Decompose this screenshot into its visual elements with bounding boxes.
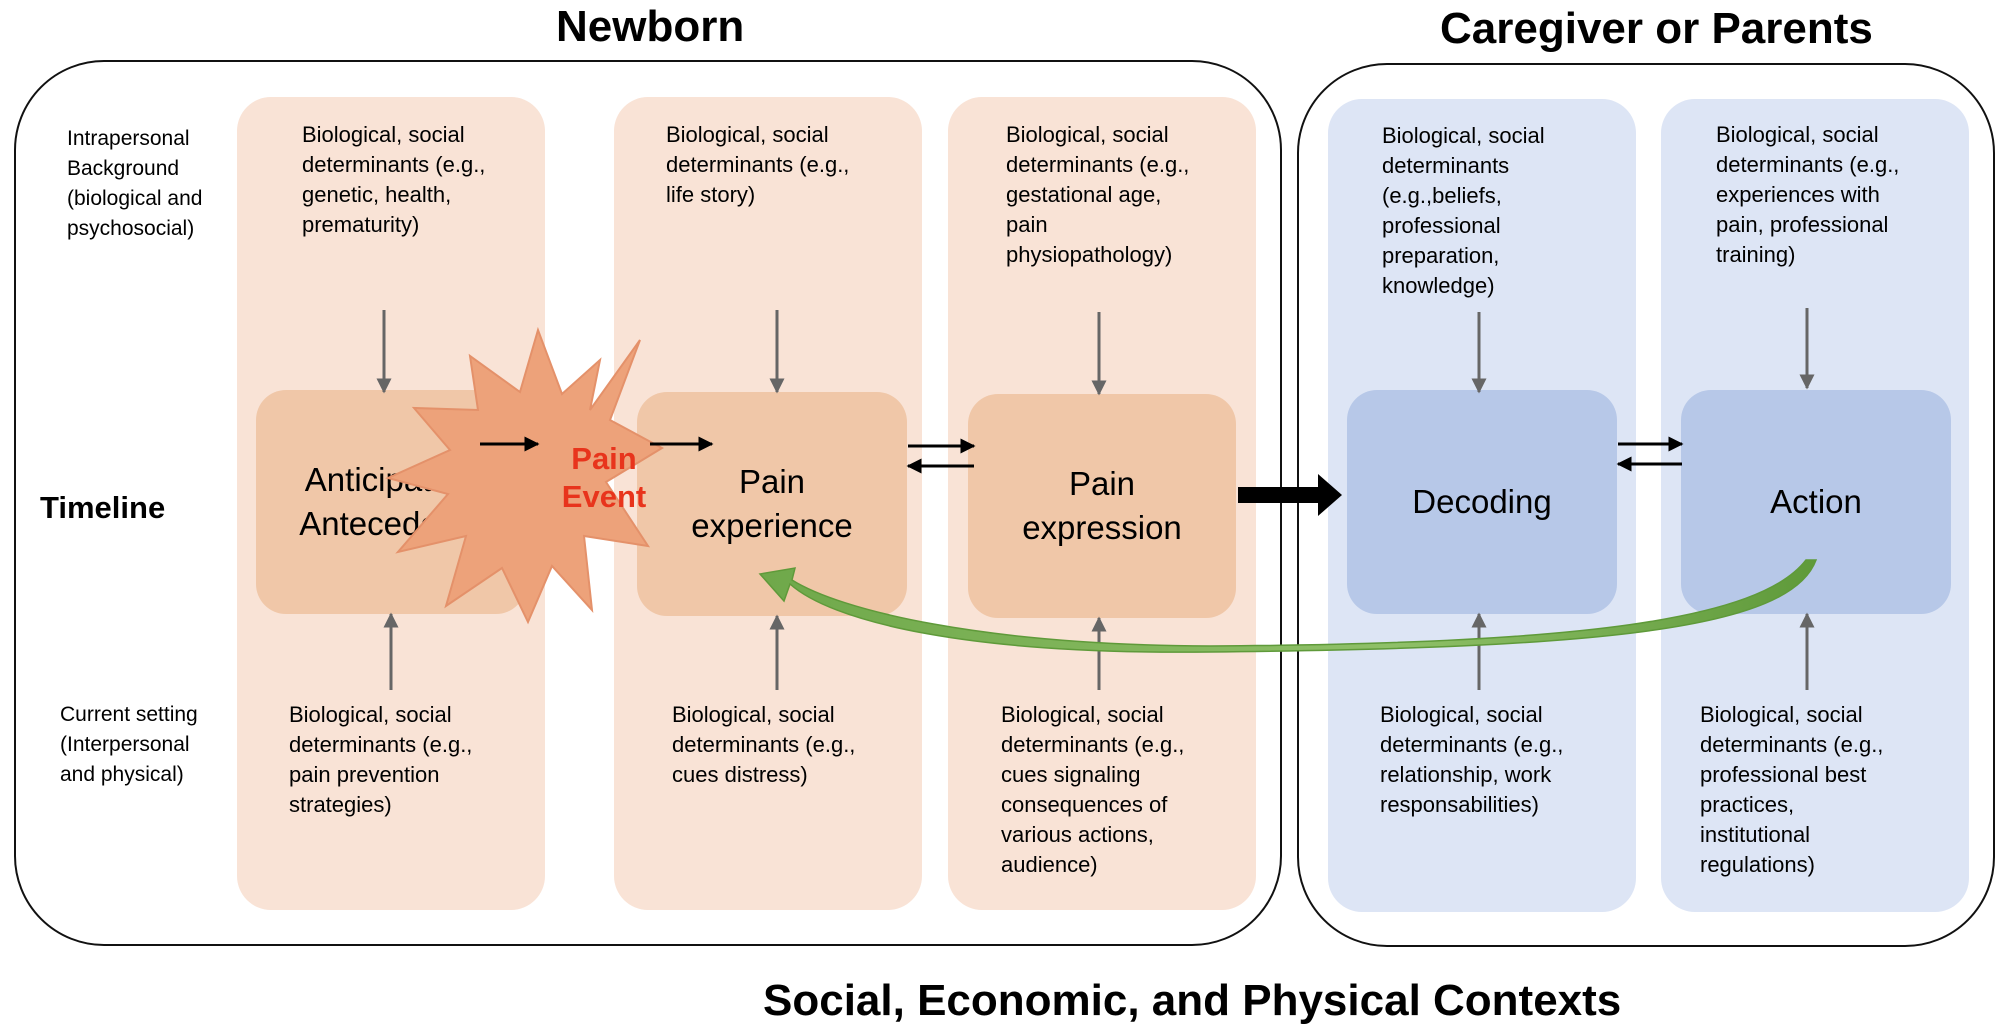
timeline-label: Timeline bbox=[40, 490, 166, 525]
expression-to-decoding-arrow bbox=[1238, 474, 1342, 516]
caregiver-title: Caregiver or Parents bbox=[1440, 4, 1873, 53]
decoding-top-determinants: Biological, social determinants (e.g.,be… bbox=[1382, 123, 1545, 298]
decoding-node: Decoding bbox=[1347, 390, 1617, 614]
pain-expression-bottom-determinants: Biological, social determinants (e.g., c… bbox=[1001, 702, 1185, 877]
action-node: Action bbox=[1681, 390, 1951, 614]
decoding-bottom-determinants: Biological, social determinants (e.g., r… bbox=[1380, 702, 1564, 817]
action-top-determinants: Biological, social determinants (e.g., e… bbox=[1716, 122, 1900, 267]
newborn-title: Newborn bbox=[556, 2, 745, 51]
intrapersonal-label: Intrapersonal Background (biological and… bbox=[67, 127, 203, 240]
pain-experience-top-determinants: Biological, social determinants (e.g., l… bbox=[666, 122, 850, 207]
pain-experience-node: Pain experience bbox=[637, 392, 907, 616]
pain-experience-bottom-determinants: Biological, social determinants (e.g., c… bbox=[672, 702, 856, 787]
pain-expression-top-determinants: Biological, social determinants (e.g., g… bbox=[1006, 122, 1190, 267]
action-to-experience-feedback-arrow bbox=[758, 559, 1818, 653]
action-bottom-determinants: Biological, social determinants (e.g., p… bbox=[1700, 702, 1884, 877]
pain-event-label: Pain Event bbox=[561, 441, 647, 514]
pain-event-starburst bbox=[385, 326, 665, 625]
pain-expression-node: Pain expression bbox=[968, 394, 1236, 618]
contexts-footer: Social, Economic, and Physical Contexts bbox=[763, 976, 1622, 1025]
anticipatory-bottom-determinants: Biological, social determinants (e.g., p… bbox=[289, 702, 473, 817]
current-setting-label: Current setting (Interpersonal and physi… bbox=[60, 703, 198, 786]
anticipatory-top-determinants: Biological, social determinants (e.g., g… bbox=[302, 122, 486, 237]
caregiver-group-box bbox=[1297, 63, 1995, 947]
